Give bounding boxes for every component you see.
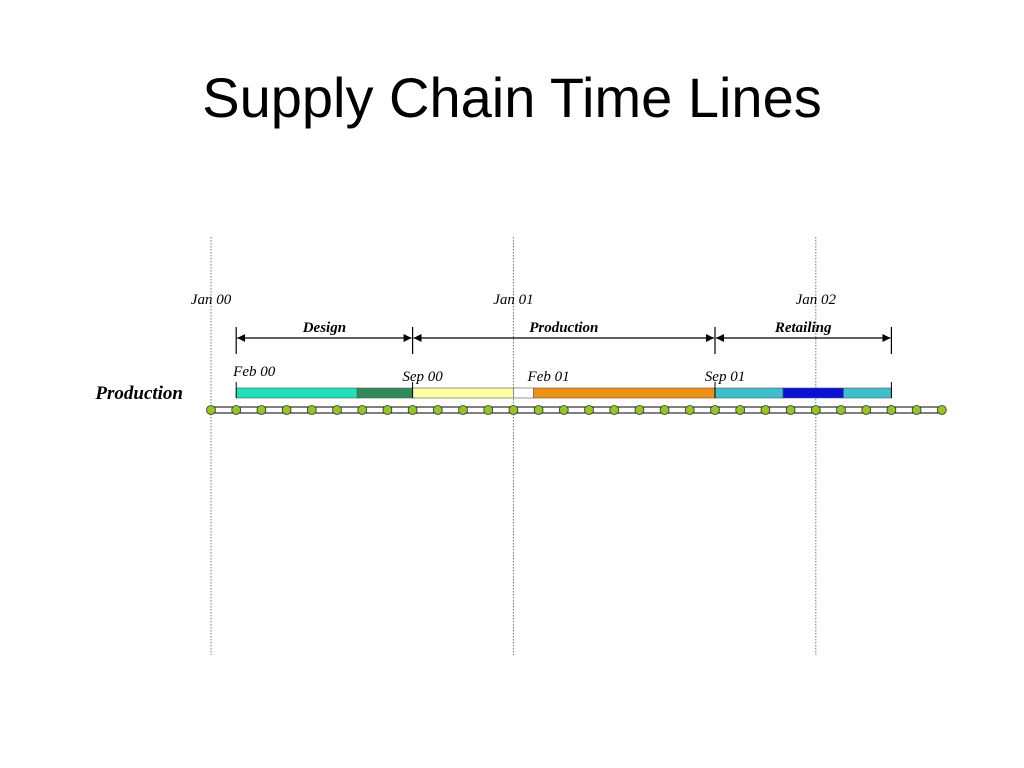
month-dot — [558, 405, 569, 415]
month-dot — [407, 405, 418, 415]
date-label: Feb 01 — [527, 369, 570, 385]
date-label: Sep 01 — [705, 369, 745, 385]
month-dot — [508, 405, 519, 415]
production-segment — [533, 387, 716, 399]
production-segment — [843, 387, 892, 399]
month-dot — [432, 405, 443, 415]
slide-title: Supply Chain Time Lines — [202, 66, 822, 129]
month-dot — [458, 405, 468, 415]
month-dot — [231, 405, 242, 415]
production-segment — [235, 387, 358, 399]
production-segment — [356, 387, 413, 399]
production-segment — [513, 387, 534, 399]
year-label: Jan 02 — [796, 292, 837, 308]
year-label: Jan 01 — [493, 292, 533, 308]
month-dot — [256, 405, 267, 415]
month-dot — [382, 405, 393, 415]
month-dot — [735, 405, 746, 415]
month-dot — [659, 405, 670, 415]
production-segment — [782, 387, 844, 399]
phase-label: Production — [529, 320, 598, 336]
date-label: Feb 00 — [232, 364, 276, 380]
month-dot — [357, 405, 368, 415]
month-dot — [584, 405, 594, 415]
month-dot — [710, 405, 720, 415]
month-dot — [785, 405, 796, 415]
month-dot — [533, 405, 544, 415]
month-dot — [861, 405, 872, 415]
production-segment — [412, 387, 514, 399]
month-dot — [911, 405, 922, 415]
month-dot — [306, 405, 317, 415]
month-dot — [886, 405, 897, 415]
month-dot — [609, 405, 620, 415]
month-dot — [760, 405, 771, 415]
date-label: Sep 00 — [402, 369, 443, 385]
month-dot — [810, 405, 821, 415]
production-segment — [714, 387, 784, 399]
month-dot — [936, 405, 947, 415]
month-dot — [836, 405, 846, 415]
phase-label: Design — [302, 320, 346, 336]
month-dot — [332, 405, 342, 415]
month-dot — [684, 405, 695, 415]
month-dot — [206, 405, 216, 415]
month-dot — [634, 405, 645, 415]
phase-label: Retailing — [774, 320, 832, 336]
month-dot — [281, 405, 292, 415]
year-label: Jan 00 — [191, 292, 232, 308]
row-label: Production — [94, 383, 183, 404]
month-dot — [483, 405, 494, 415]
